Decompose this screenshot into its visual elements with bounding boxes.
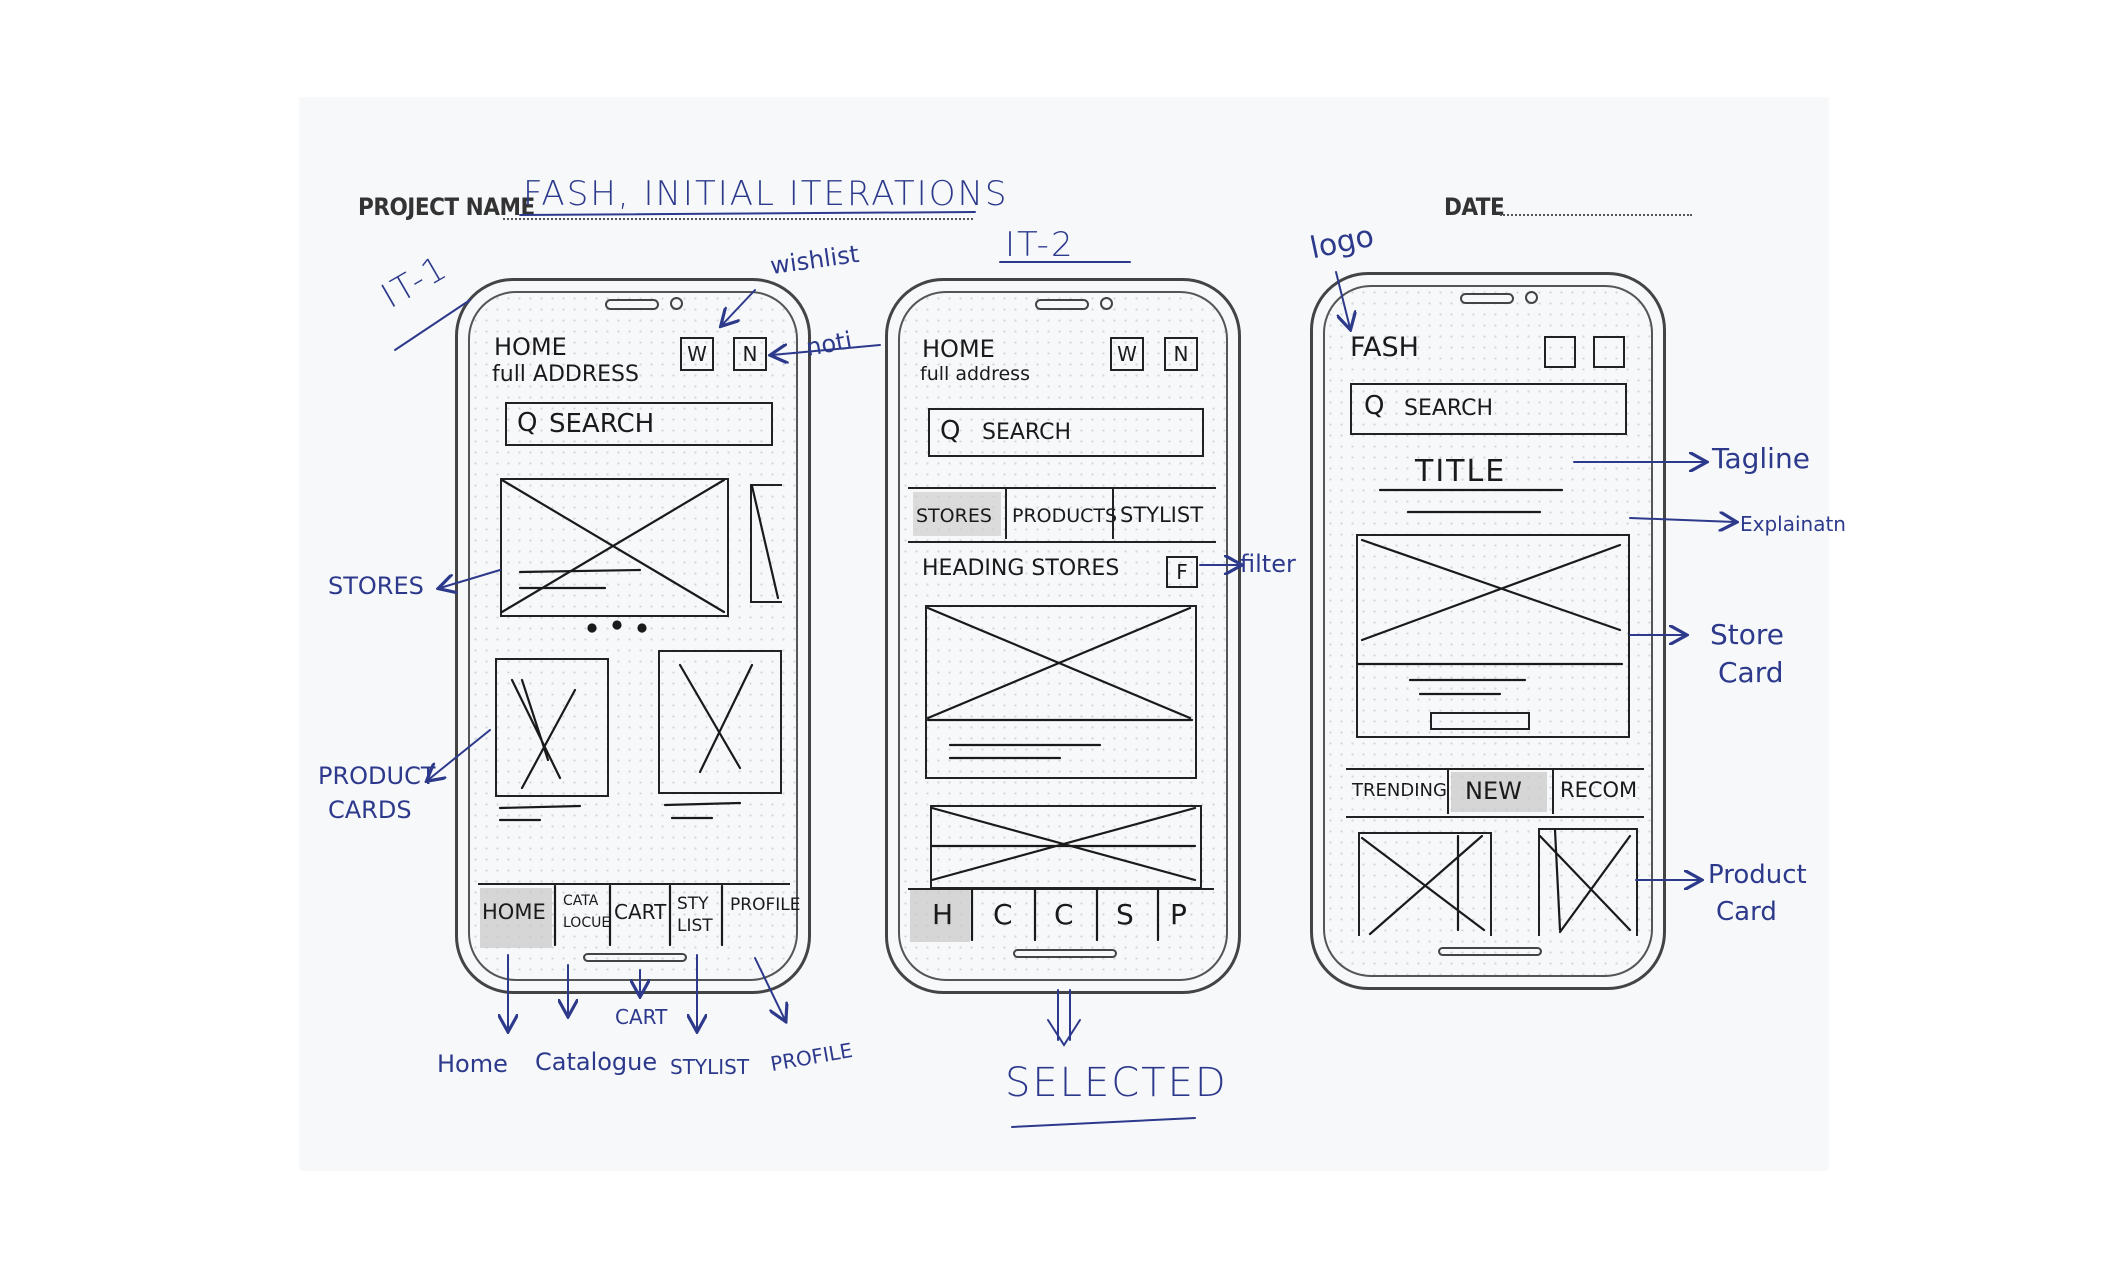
sketch-strokes: [0, 0, 2120, 1264]
